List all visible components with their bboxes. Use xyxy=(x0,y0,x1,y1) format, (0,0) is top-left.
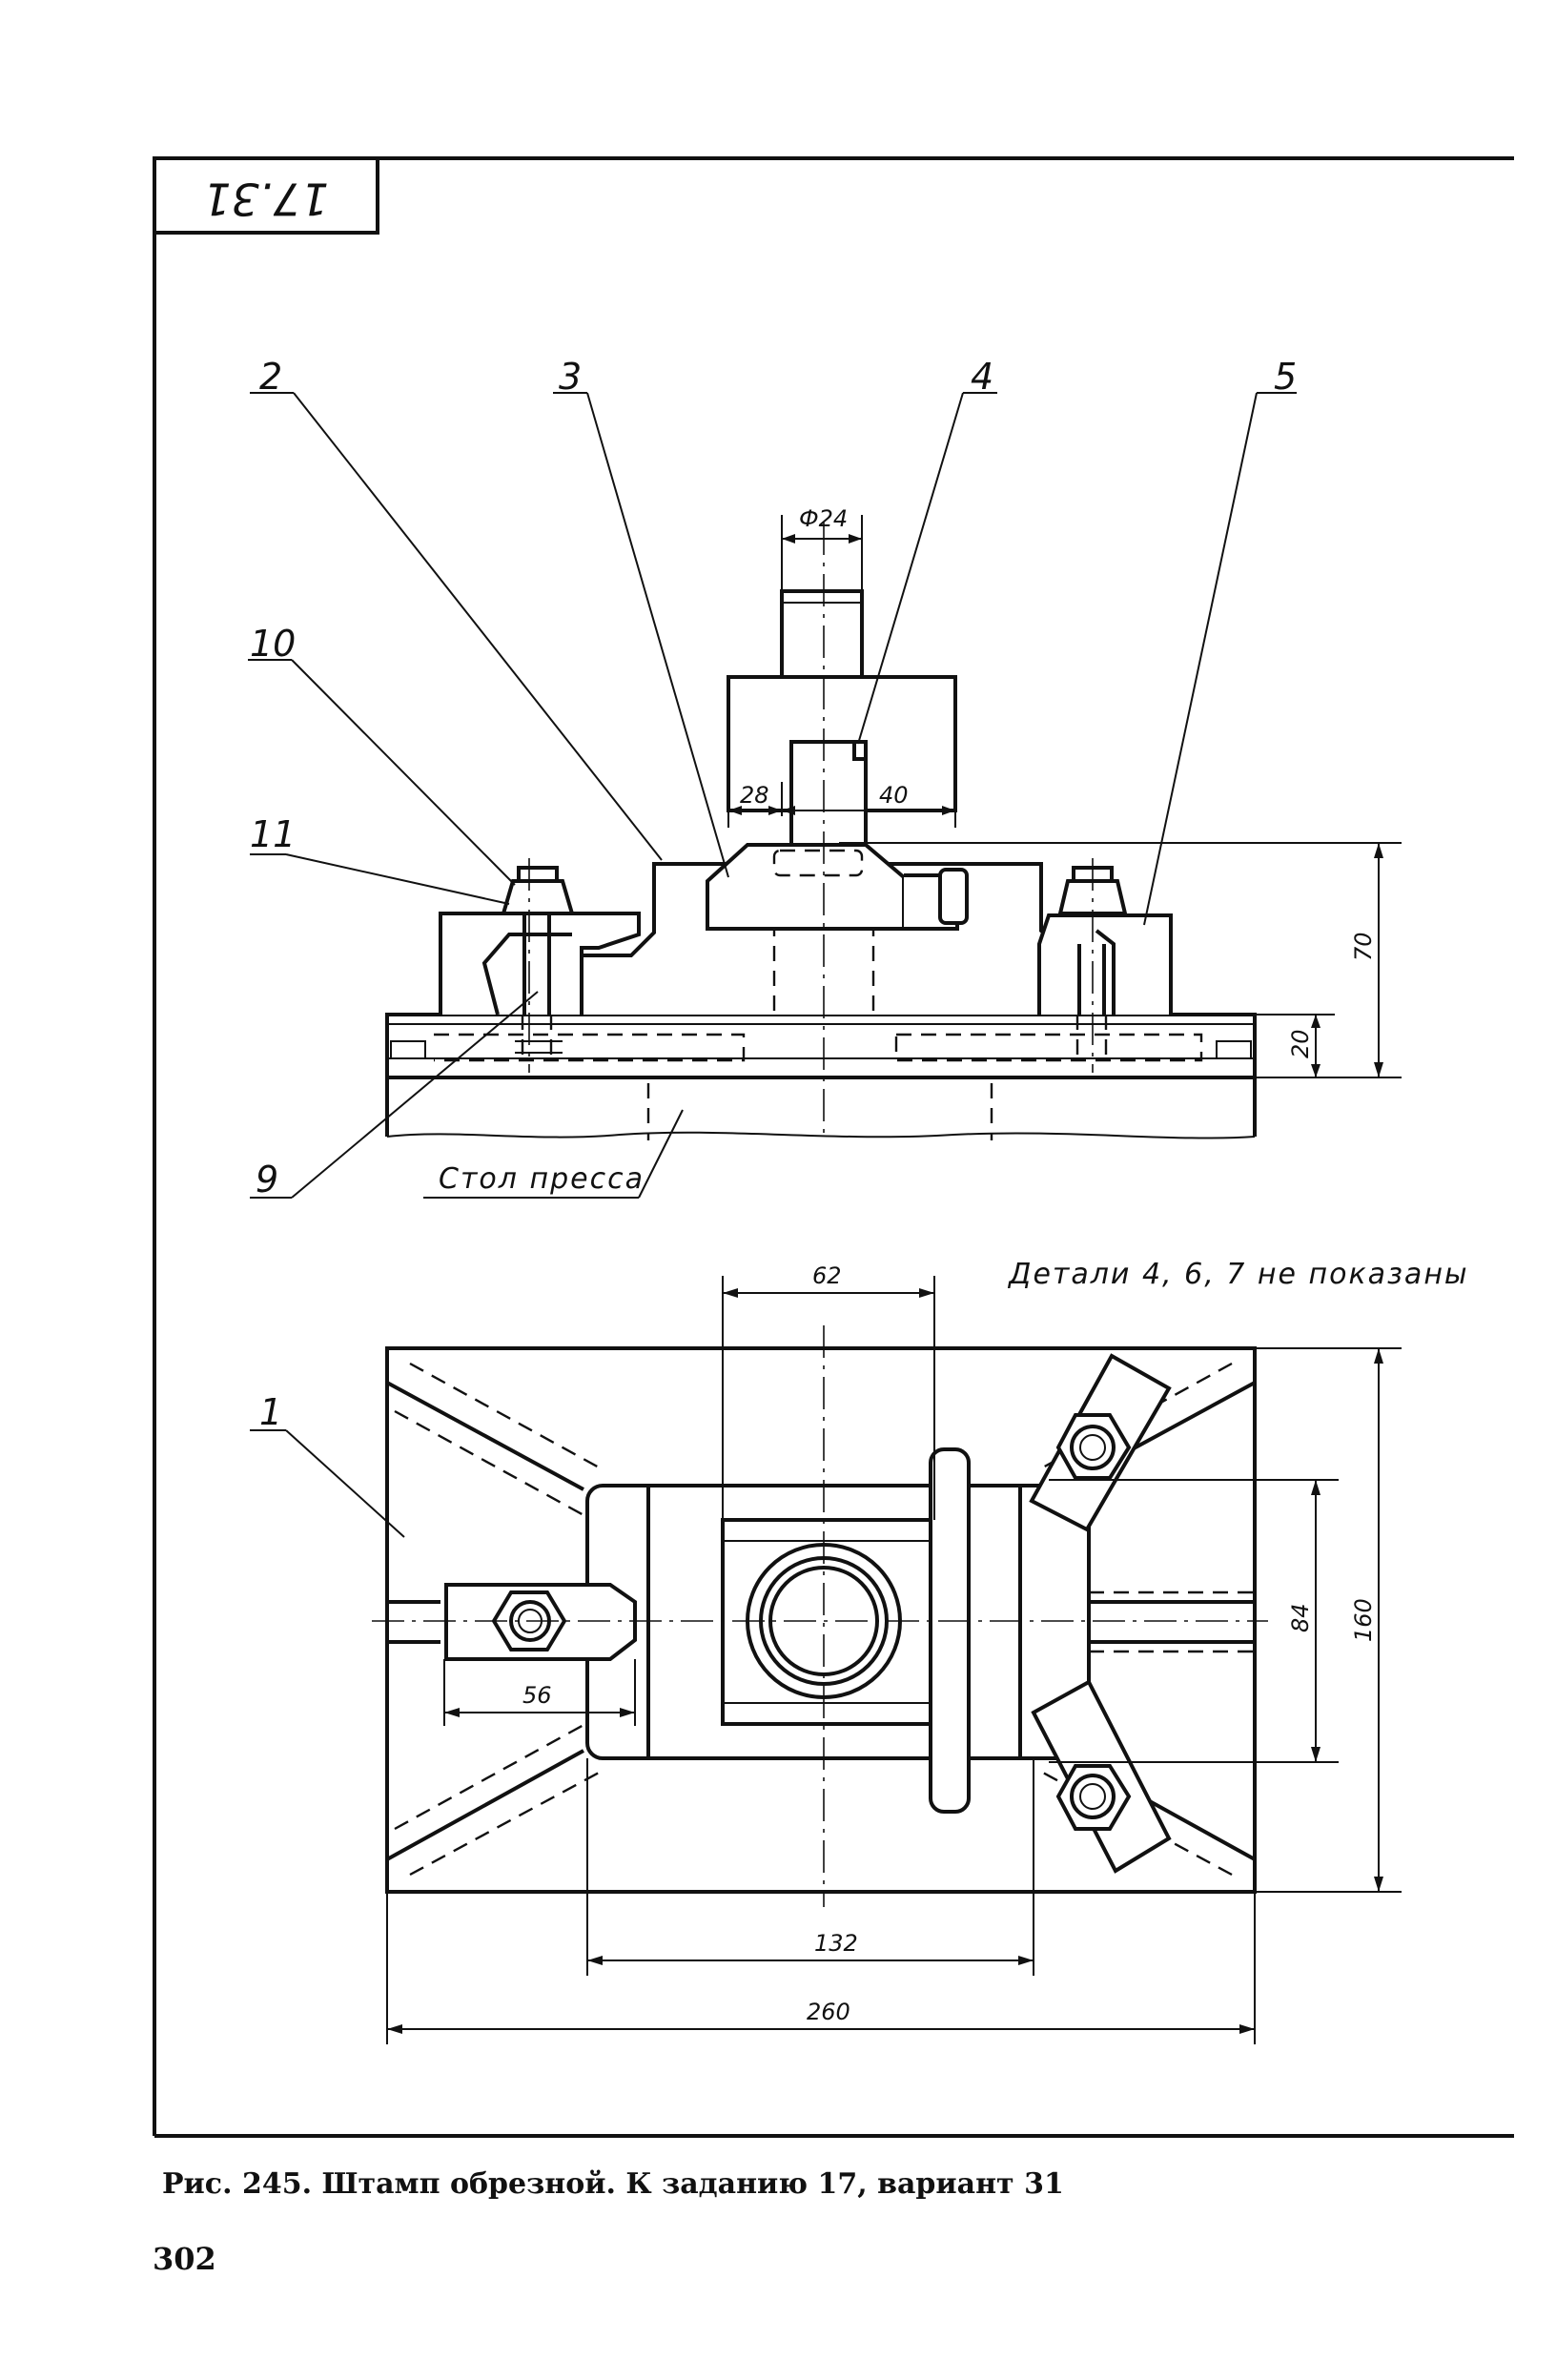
dim-front xyxy=(727,515,1402,1078)
label-part-3: 3 xyxy=(559,356,582,398)
stop-plate xyxy=(929,1447,971,1814)
base-plate-front xyxy=(385,1013,1257,1079)
dim-56: 56 xyxy=(522,1682,552,1709)
clamp-left xyxy=(439,866,641,1064)
dim-84: 84 xyxy=(1287,1603,1314,1632)
label-part-9: 9 xyxy=(256,1159,278,1200)
die-holder-top xyxy=(585,1484,1091,1760)
clamp-right-upper xyxy=(1029,1353,1172,1532)
dim-260: 260 xyxy=(807,1999,850,2025)
dim-70: 70 xyxy=(1350,932,1377,961)
top-view xyxy=(250,1276,1402,2044)
dim-40: 40 xyxy=(879,782,909,809)
dim-160: 160 xyxy=(1350,1598,1377,1642)
dim-top xyxy=(386,1276,1402,2044)
table-label: Стол пресса xyxy=(439,1162,645,1196)
label-part-11: 11 xyxy=(250,813,296,855)
dim-20: 20 xyxy=(1287,1029,1314,1058)
label-part-1: 1 xyxy=(259,1391,282,1433)
label-part-4: 4 xyxy=(971,356,993,398)
front-view xyxy=(248,392,1402,1199)
label-part-5: 5 xyxy=(1274,356,1297,398)
label-part-2: 2 xyxy=(259,356,282,398)
punch-die xyxy=(706,843,969,931)
clamp-left-top xyxy=(444,1583,637,1661)
page-number: 302 xyxy=(153,2241,216,2277)
dim-28: 28 xyxy=(740,782,769,809)
sheet-number: 17.31 xyxy=(203,174,329,225)
label-part-10: 10 xyxy=(250,623,296,665)
press-table xyxy=(385,1077,1257,1140)
punch-plate xyxy=(727,589,957,845)
dim-132: 132 xyxy=(814,1930,858,1957)
sheet-frame xyxy=(153,156,1514,2138)
dim-phi24: Ф24 xyxy=(799,505,848,532)
dim-62: 62 xyxy=(812,1262,842,1289)
clamp-right-lower xyxy=(1031,1679,1172,1874)
hidden-parts-note: Детали 4, 6, 7 не показаны xyxy=(1007,1258,1469,1291)
leaders-front xyxy=(248,392,1297,1199)
figure-caption: Рис. 245. Штамп обрезной. К заданию 17, … xyxy=(162,2167,1064,2201)
